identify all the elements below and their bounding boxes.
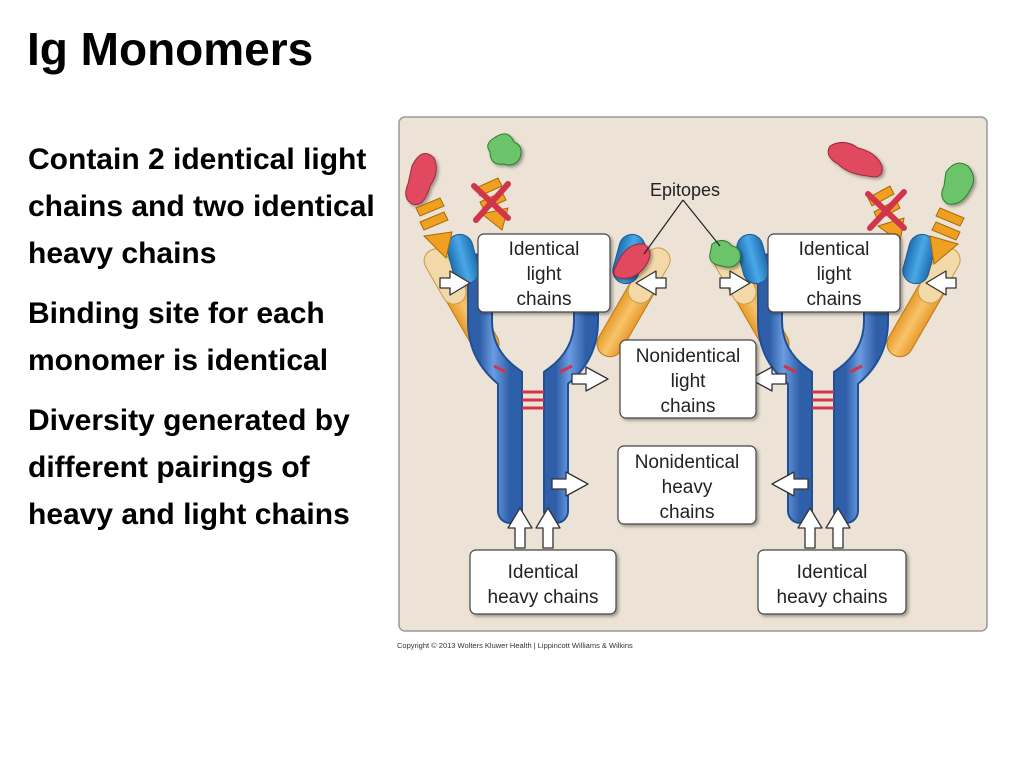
label-nonidentical-heavy (617, 445, 757, 525)
label-text: Identical (508, 562, 579, 583)
label-text: Identical (797, 562, 868, 583)
slide-title: Ig Monomers (27, 23, 314, 75)
epitope-green-center (709, 240, 741, 268)
cross-mark (865, 189, 907, 231)
label-text: chains (661, 396, 716, 417)
label-text: heavy chains (488, 587, 599, 608)
label-identical-heavy-left (469, 549, 617, 615)
label-nonidentical-light (619, 339, 757, 419)
label-text: chains (807, 289, 862, 310)
bullet-list: Contain 2 identical light chains and two… (28, 136, 378, 551)
label-text: chains (517, 289, 572, 310)
label-text: heavy (662, 477, 713, 498)
callout-arrows (439, 270, 957, 549)
blocked-arrow (471, 177, 511, 231)
label-text: chains (660, 502, 715, 523)
antibody-diagram: Epitopes Identical light chain (398, 116, 988, 632)
label-text: light (671, 371, 707, 392)
heavy-chain (759, 255, 811, 522)
label-text: Identical (509, 239, 580, 260)
epitope-red-left (405, 153, 437, 206)
label-identical-light-right (767, 233, 901, 313)
disulfide-bonds (783, 364, 863, 410)
bullet-item: Contain 2 identical light chains and two… (28, 143, 375, 270)
label-text: Nonidentical (636, 346, 741, 367)
variable-region (902, 233, 936, 285)
cross-mark (471, 181, 511, 223)
heavy-chain (835, 255, 887, 522)
binding-arrow (415, 197, 453, 259)
epitopes-label: Epitopes (650, 180, 720, 200)
copyright-notice: Copyright © 2013 Wolters Kluwer Health |… (397, 641, 633, 650)
blocked-arrow (865, 185, 907, 243)
heavy-chain (469, 255, 521, 522)
label-text: light (817, 264, 853, 285)
epitope-red-right (827, 142, 883, 178)
disulfide-bonds (493, 364, 573, 410)
epitope-pointer (682, 199, 721, 247)
label-text: Nonidentical (635, 452, 740, 473)
epitope-red-center (613, 243, 651, 279)
label-text: light (527, 264, 563, 285)
epitope-green-right (941, 162, 974, 205)
label-text: Identical (799, 239, 870, 260)
epitope-green-left (487, 133, 522, 166)
antibody-right (713, 233, 961, 524)
variable-region (736, 233, 770, 285)
epitope-pointer (643, 199, 684, 255)
heavy-chain (545, 255, 597, 522)
bullet-item: Diversity generated by different pairing… (28, 404, 350, 531)
binding-arrow (929, 207, 965, 265)
label-identical-heavy-right (757, 549, 907, 615)
bullet-item: Binding site for each monomer is identic… (28, 297, 329, 377)
label-text: heavy chains (777, 587, 888, 608)
label-identical-light-left (477, 233, 611, 313)
